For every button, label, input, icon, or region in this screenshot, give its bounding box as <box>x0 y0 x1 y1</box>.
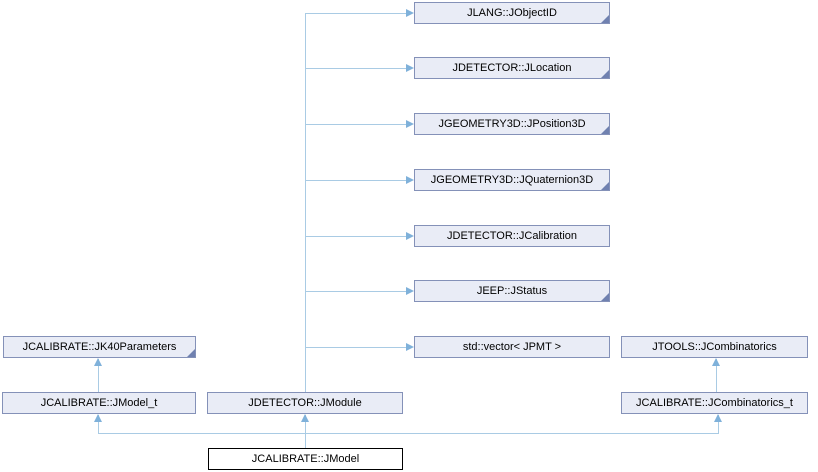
node-label: JDETECTOR::JModule <box>248 397 362 409</box>
edge-trunk-vertical <box>305 13 306 392</box>
edge-branch-vector-jpmt <box>305 347 406 348</box>
folded-corner-icon <box>601 15 609 23</box>
node-jdetector-jmodule[interactable]: JDETECTOR::JModule <box>207 392 403 414</box>
node-jcalibrate-jmodel: JCALIBRATE::JModel <box>208 448 403 470</box>
node-jcalibrate-jk40parameters[interactable]: JCALIBRATE::JK40Parameters <box>3 336 196 358</box>
arrowhead-jlocation <box>406 64 414 72</box>
edge-jmodel-stem <box>305 433 306 448</box>
edge-jcombt-jcomb <box>716 359 717 392</box>
edge-branch-jobjectid <box>305 13 406 14</box>
edge-branch-jquaternion3d <box>305 180 406 181</box>
node-label: JDETECTOR::JLocation <box>452 62 572 74</box>
edge-branch-jposition3d <box>305 124 406 125</box>
arrowhead-jcalibration <box>406 232 414 240</box>
arrowhead-vector-jpmt <box>406 343 414 351</box>
edge-jmodelt-jk40 <box>98 359 99 392</box>
node-jcalibrate-jcombinatorics-t[interactable]: JCALIBRATE::JCombinatorics_t <box>621 392 808 414</box>
node-label: JTOOLS::JCombinatorics <box>652 341 777 353</box>
folded-corner-icon <box>601 182 609 190</box>
arrowhead-jmodule <box>301 414 309 422</box>
edge-bottom-bus <box>98 433 719 434</box>
folded-corner-icon <box>187 349 195 357</box>
arrowhead-jposition3d <box>406 120 414 128</box>
arrowhead-jquaternion3d <box>406 176 414 184</box>
arrowhead-jk40 <box>94 358 102 366</box>
node-label: JCALIBRATE::JK40Parameters <box>22 341 177 353</box>
node-jdetector-jlocation[interactable]: JDETECTOR::JLocation <box>414 57 610 79</box>
node-std-vector-jpmt[interactable]: std::vector< JPMT > <box>414 336 610 358</box>
node-label: JCALIBRATE::JModel_t <box>40 397 158 409</box>
node-jlang-jobjectid[interactable]: JLANG::JObjectID <box>414 2 610 24</box>
arrowhead-jobjectid <box>406 9 414 17</box>
node-label: JEEP::JStatus <box>476 285 548 297</box>
node-label: std::vector< JPMT > <box>462 341 562 353</box>
edge-branch-jstatus <box>305 291 406 292</box>
edge-stub-jmodule <box>305 415 306 433</box>
node-jeep-jstatus[interactable]: JEEP::JStatus <box>414 280 610 302</box>
node-jcalibrate-jmodel-t[interactable]: JCALIBRATE::JModel_t <box>2 392 196 414</box>
node-label: JLANG::JObjectID <box>467 7 557 19</box>
folded-corner-icon <box>601 70 609 78</box>
edge-stub-jcombt <box>718 415 719 433</box>
node-label: JDETECTOR::JCalibration <box>447 230 577 242</box>
node-jgeometry3d-jposition3d[interactable]: JGEOMETRY3D::JPosition3D <box>414 113 610 135</box>
node-jdetector-jcalibration[interactable]: JDETECTOR::JCalibration <box>414 225 610 247</box>
node-jgeometry3d-jquaternion3d[interactable]: JGEOMETRY3D::JQuaternion3D <box>414 169 610 191</box>
edge-branch-jlocation <box>305 68 406 69</box>
edge-branch-jcalibration <box>305 236 406 237</box>
folded-corner-icon <box>601 126 609 134</box>
node-label: JCALIBRATE::JCombinatorics_t <box>636 397 793 409</box>
arrowhead-jcombt <box>714 414 722 422</box>
arrowhead-jcombinatorics <box>712 358 720 366</box>
edge-stub-jmodelt <box>98 415 99 433</box>
folded-corner-icon <box>601 293 609 301</box>
arrowhead-jstatus <box>406 287 414 295</box>
arrowhead-jmodelt <box>94 414 102 422</box>
node-jtools-jcombinatorics[interactable]: JTOOLS::JCombinatorics <box>621 336 808 358</box>
node-label: JGEOMETRY3D::JPosition3D <box>438 118 586 130</box>
node-label: JCALIBRATE::JModel <box>251 453 360 465</box>
node-label: JGEOMETRY3D::JQuaternion3D <box>430 174 594 186</box>
